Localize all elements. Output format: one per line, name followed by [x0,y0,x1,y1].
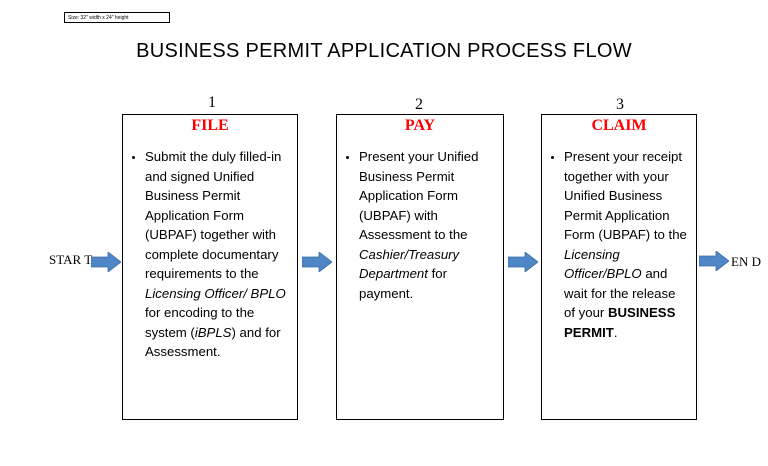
text-run: Licensing Officer/BPLO [564,246,642,282]
text-run: iBPLS [194,324,232,340]
text-run: for encoding to the system ( [145,305,255,340]
arrow-start-to-file [91,252,121,272]
arrow-file-to-pay [302,252,332,272]
step-box-claim: CLAIM Present your receipt together with… [541,114,697,420]
start-label: STAR T [49,253,93,267]
arrow-shape [302,252,332,272]
step-box-file: FILE Submit the duly filled-in and signe… [122,114,298,420]
step-description-pay: Present your Unified Business Permit App… [359,147,495,303]
arrow-claim-to-end [699,251,729,271]
text-run: BUSINESS PERMIT [564,305,676,340]
text-run: and wait for the release of your [564,266,676,320]
end-label: EN D [731,255,761,269]
step-heading-pay: PAY [404,117,436,134]
diagram-title: BUSINESS PERMIT APPLICATION PROCESS FLOW [136,40,632,62]
arrow-shape [699,251,729,271]
text-run: Present your receipt together with your … [564,149,687,242]
step-box-pay: PAY Present your Unified Business Permit… [336,114,504,420]
step-heading-file: FILE [191,117,229,134]
step-heading-claim: CLAIM [591,117,647,134]
step-number-3: 3 [616,96,624,113]
arrow-shape [91,252,121,272]
text-run: Cashier/Treasury Department [359,246,460,282]
text-run: Submit the duly filled-in and signed Uni… [145,149,282,281]
step-number-2: 2 [415,96,423,113]
text-run: Present your Unified Business Permit App… [359,149,479,242]
text-run: for payment. [359,266,447,301]
arrow-pay-to-claim [508,252,538,272]
text-run: Licensing Officer/ BPLO [145,285,286,301]
step-description-claim: Present your receipt together with your … [564,147,688,342]
step-number-1: 1 [208,94,216,111]
size-note: Size: 32" width x 24" height [64,12,170,23]
arrow-shape [508,252,538,272]
text-run: . [613,324,618,340]
text-run: ) and for Assessment. [145,324,281,360]
step-description-file: Submit the duly filled-in and signed Uni… [145,147,289,362]
